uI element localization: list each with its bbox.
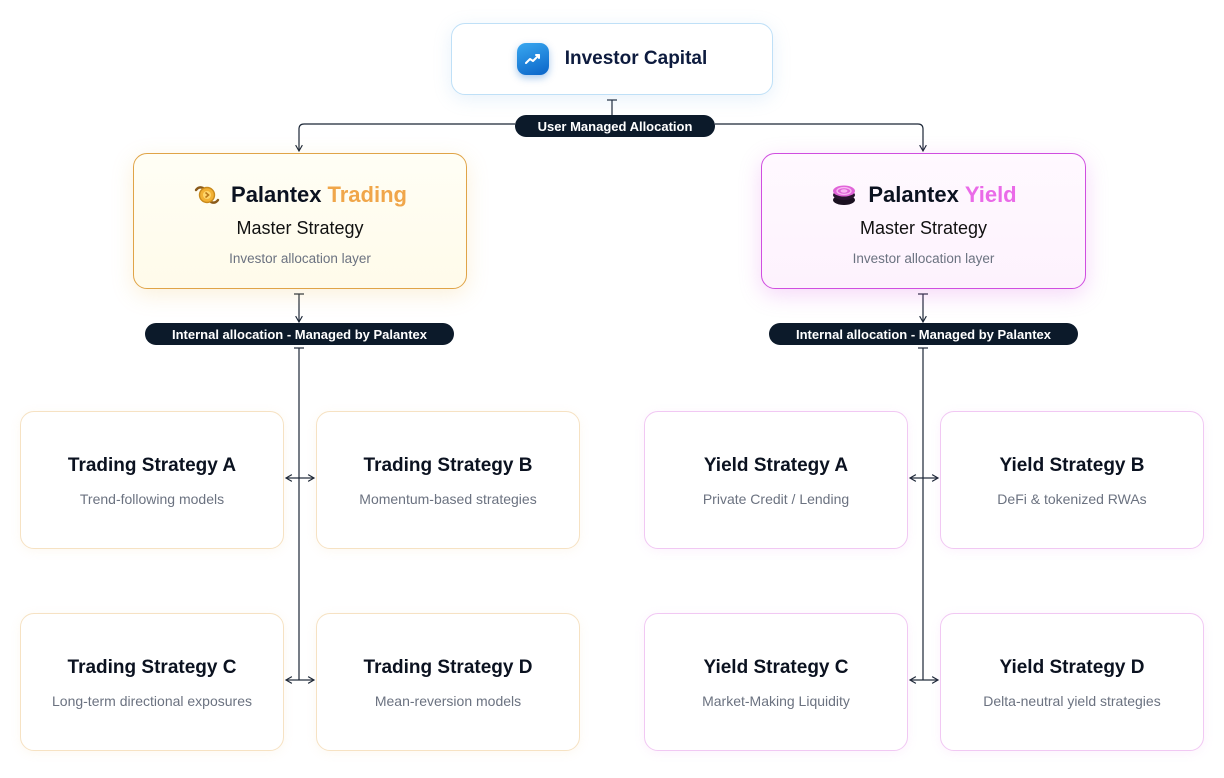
split-to-trading <box>295 123 515 153</box>
strategy-description: Market-Making Liquidity <box>702 693 850 709</box>
yield-master-description: Investor allocation layer <box>852 251 995 266</box>
yield-internal-allocation-label: Internal allocation - Managed by Palante… <box>769 323 1078 345</box>
investor-capital-title: Investor Capital <box>564 48 708 69</box>
investor-capital-card: Investor Capital <box>451 23 773 95</box>
strategy-description: Trend-following models <box>79 491 225 507</box>
yield-brand-accent: Yield <box>964 182 1017 207</box>
strategy-description: DeFi & tokenized RWAs <box>997 491 1147 507</box>
yield-strategy-b-card: Yield Strategy B DeFi & tokenized RWAs <box>940 411 1204 549</box>
trading-master-description: Investor allocation layer <box>229 251 371 266</box>
yield-strategy-a-card: Yield Strategy A Private Credit / Lendin… <box>644 411 908 549</box>
strategy-description: Momentum-based strategies <box>359 491 537 507</box>
yield-master-subtitle: Master Strategy <box>859 218 988 238</box>
palantex-yield-logo-icon <box>830 182 858 208</box>
yield-master-card: Palantex Yield Master Strategy Investor … <box>761 153 1086 289</box>
trading-strategy-d-card: Trading Strategy D Mean-reversion models <box>316 613 580 751</box>
strategy-title: Yield Strategy C <box>703 657 849 678</box>
strategy-title: Trading Strategy C <box>67 657 237 678</box>
strategy-title: Trading Strategy D <box>363 657 533 678</box>
yield-brand-name: Palantex <box>868 182 959 207</box>
split-to-yield <box>715 123 927 153</box>
strategy-description: Long-term directional exposures <box>52 693 252 709</box>
strategy-title: Trading Strategy A <box>67 455 237 476</box>
trend-chart-icon <box>516 43 549 75</box>
trading-strategy-c-card: Trading Strategy C Long-term directional… <box>20 613 284 751</box>
user-managed-allocation-label: User Managed Allocation <box>515 115 715 137</box>
yield-strategy-c-card: Yield Strategy C Market-Making Liquidity <box>644 613 908 751</box>
strategy-title: Yield Strategy B <box>999 455 1145 476</box>
trading-strategy-a-card: Trading Strategy A Trend-following model… <box>20 411 284 549</box>
trading-brand-accent: Trading <box>327 182 407 207</box>
trading-internal-allocation-label: Internal allocation - Managed by Palante… <box>145 323 454 345</box>
strategy-description: Delta-neutral yield strategies <box>983 693 1161 709</box>
trading-strategy-b-card: Trading Strategy B Momentum-based strate… <box>316 411 580 549</box>
strategy-title: Trading Strategy B <box>363 455 533 476</box>
trading-master-subtitle: Master Strategy <box>236 218 364 238</box>
yield-strategy-d-card: Yield Strategy D Delta-neutral yield str… <box>940 613 1204 751</box>
strategy-title: Yield Strategy A <box>703 455 849 476</box>
trading-brand-name: Palantex <box>231 182 322 207</box>
strategy-description: Private Credit / Lending <box>702 491 850 507</box>
strategy-title: Yield Strategy D <box>999 657 1145 678</box>
trading-master-card: Palantex Trading Master Strategy Investo… <box>133 153 467 289</box>
strategy-description: Mean-reversion models <box>374 693 522 709</box>
palantex-trading-logo-icon <box>193 182 221 208</box>
